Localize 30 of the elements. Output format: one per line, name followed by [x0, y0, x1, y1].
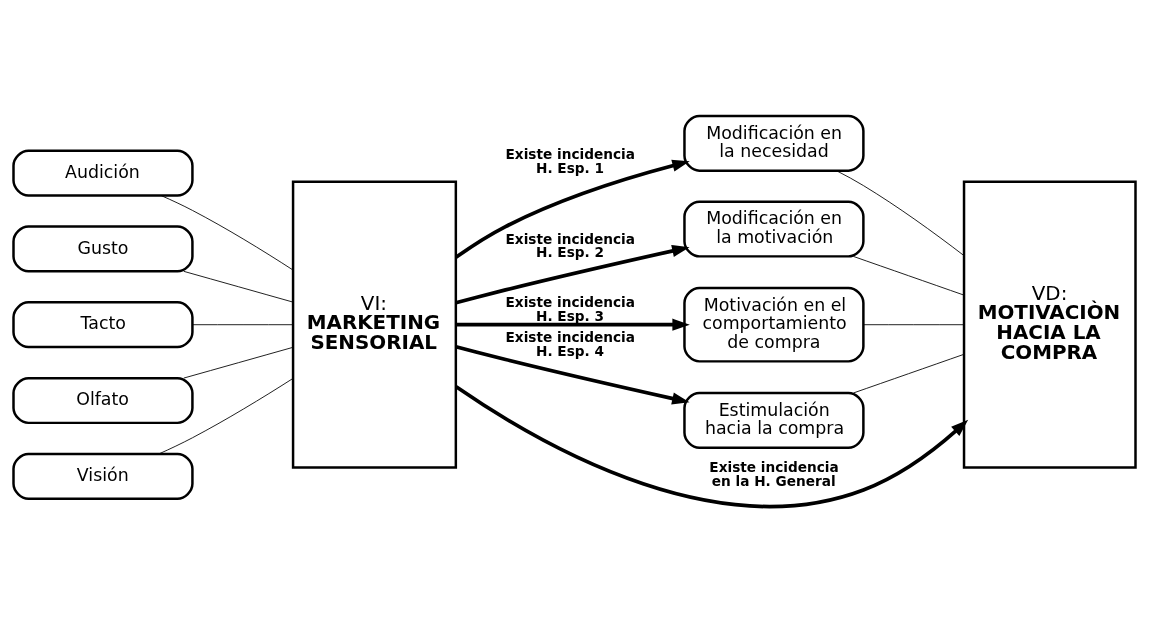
node-box: Motivación en el comportamiento de compra — [683, 286, 865, 363]
edge-label: Existe incidencia H. Esp. 3 — [505, 293, 635, 324]
connector — [160, 194, 294, 270]
arrow — [455, 384, 969, 508]
connector — [863, 323, 965, 325]
connector — [853, 255, 965, 296]
arrow — [455, 244, 690, 304]
arrow — [454, 159, 690, 259]
connector — [183, 346, 294, 378]
connector — [853, 353, 965, 393]
node-box: VI: MARKETING SENSORIAL — [291, 180, 458, 469]
edge-label: Existe incidencia H. Esp. 1 — [505, 145, 635, 176]
node-box: Estimulación hacia la compra — [683, 391, 865, 449]
connector — [158, 377, 294, 454]
node-box: VD: MOTIVACIÒN HACIA LA COMPRA — [962, 180, 1137, 469]
node-box: Gusto — [12, 224, 194, 273]
node-box: Olfato — [12, 376, 194, 424]
arrow — [455, 344, 690, 404]
arrow — [456, 318, 690, 331]
edge-label: Existe incidencia en la H. General — [709, 458, 839, 489]
connector — [192, 323, 294, 325]
connector — [183, 270, 294, 302]
node-box: Modificación en la necesidad — [683, 114, 865, 172]
edge-label: Existe incidencia H. Esp. 4 — [505, 328, 635, 359]
node-box: Visión — [12, 452, 194, 500]
node-box: Modificación en la motivación — [683, 199, 865, 258]
node-box: Audición — [12, 149, 194, 197]
node-box: Tacto — [12, 300, 194, 348]
connector — [836, 169, 965, 256]
edge-label: Existe incidencia H. Esp. 2 — [505, 230, 635, 260]
